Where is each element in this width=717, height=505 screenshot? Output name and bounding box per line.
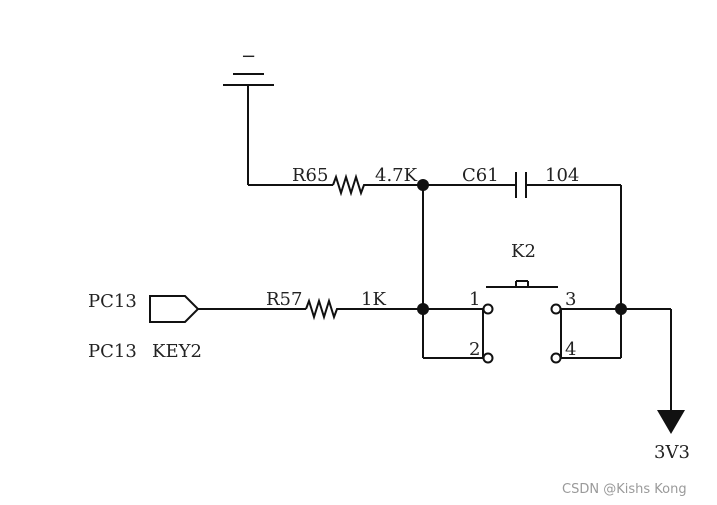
switch-k2-right-pins [550,303,622,364]
power-arrow-symbol [657,410,685,434]
junction-dot [417,179,429,191]
switch-k2-left-pins [423,303,494,364]
c61-value-label: 104 [545,165,579,186]
ground-symbol [223,73,274,185]
pin4-label: 4 [565,339,576,360]
r57-value-label: 1K [361,289,386,310]
r57-ref-label: R57 [266,289,302,310]
resistor-r57 [305,297,340,321]
c61-ref-label: C61 [462,165,499,186]
wire-to-3v3 [621,308,672,410]
r65-value-label: 4.7K [375,165,418,186]
key2-net-label: KEY2 [152,341,202,362]
switch-k2-actuator [486,280,558,288]
r65-ref-label: R65 [292,165,328,186]
power-net-label: 3V3 [654,442,690,463]
pc13-port-label: PC13 [88,291,137,312]
junction-dot [615,303,627,315]
pin3-label: 3 [565,289,576,310]
ground-label: − [241,46,256,67]
resistor-r65 [332,173,367,197]
pin1-label: 1 [469,289,480,310]
capacitor-c61 [423,172,622,309]
k2-ref-label: K2 [511,241,536,262]
pin2-label: 2 [469,339,480,360]
watermark: CSDN @Kishs Kong [562,482,687,497]
pc13-port-symbol [149,295,200,323]
junction-dot [417,303,429,315]
pc13-net-label: PC13 [88,341,137,362]
